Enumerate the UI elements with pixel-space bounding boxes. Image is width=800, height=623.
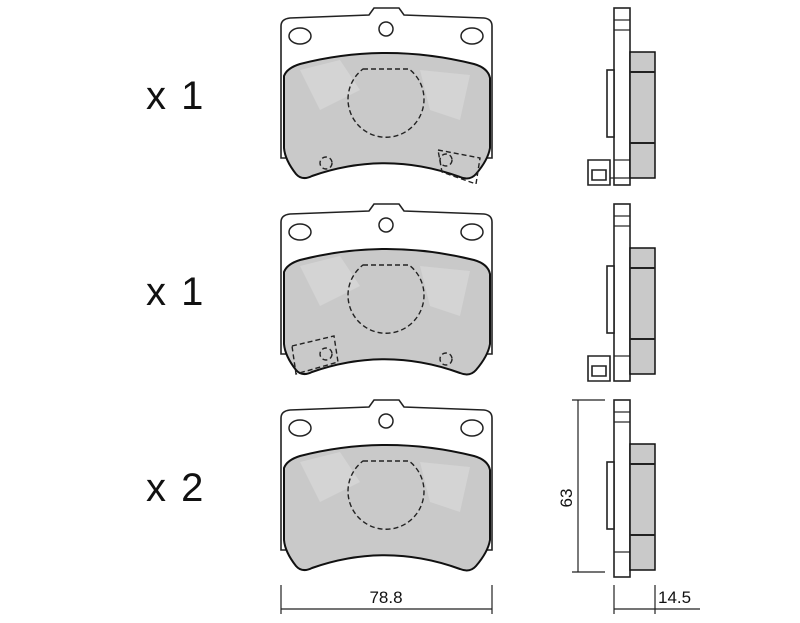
height-value: 63 bbox=[557, 489, 576, 508]
dimension-height: 63 bbox=[557, 399, 605, 573]
pad-2-side-view bbox=[587, 203, 656, 382]
dimension-thickness: 14.5 bbox=[613, 585, 700, 614]
wear-sensor-icon bbox=[587, 159, 611, 186]
thickness-value: 14.5 bbox=[658, 588, 691, 607]
dimension-width: 78.8 bbox=[280, 585, 493, 614]
width-value: 78.8 bbox=[369, 588, 402, 607]
quantity-label-pad-3: x 2 bbox=[146, 466, 206, 510]
wear-sensor-icon bbox=[587, 355, 611, 382]
pad-3-side-view bbox=[606, 399, 656, 578]
quantity-label-pad-1: x 1 bbox=[146, 74, 206, 118]
quantity-label-pad-2: x 1 bbox=[146, 270, 206, 314]
pad-3-front-view bbox=[280, 399, 493, 572]
pad-1-front-view bbox=[280, 7, 493, 185]
pad-1-side-view bbox=[587, 7, 656, 186]
pad-2-front-view bbox=[280, 203, 493, 376]
